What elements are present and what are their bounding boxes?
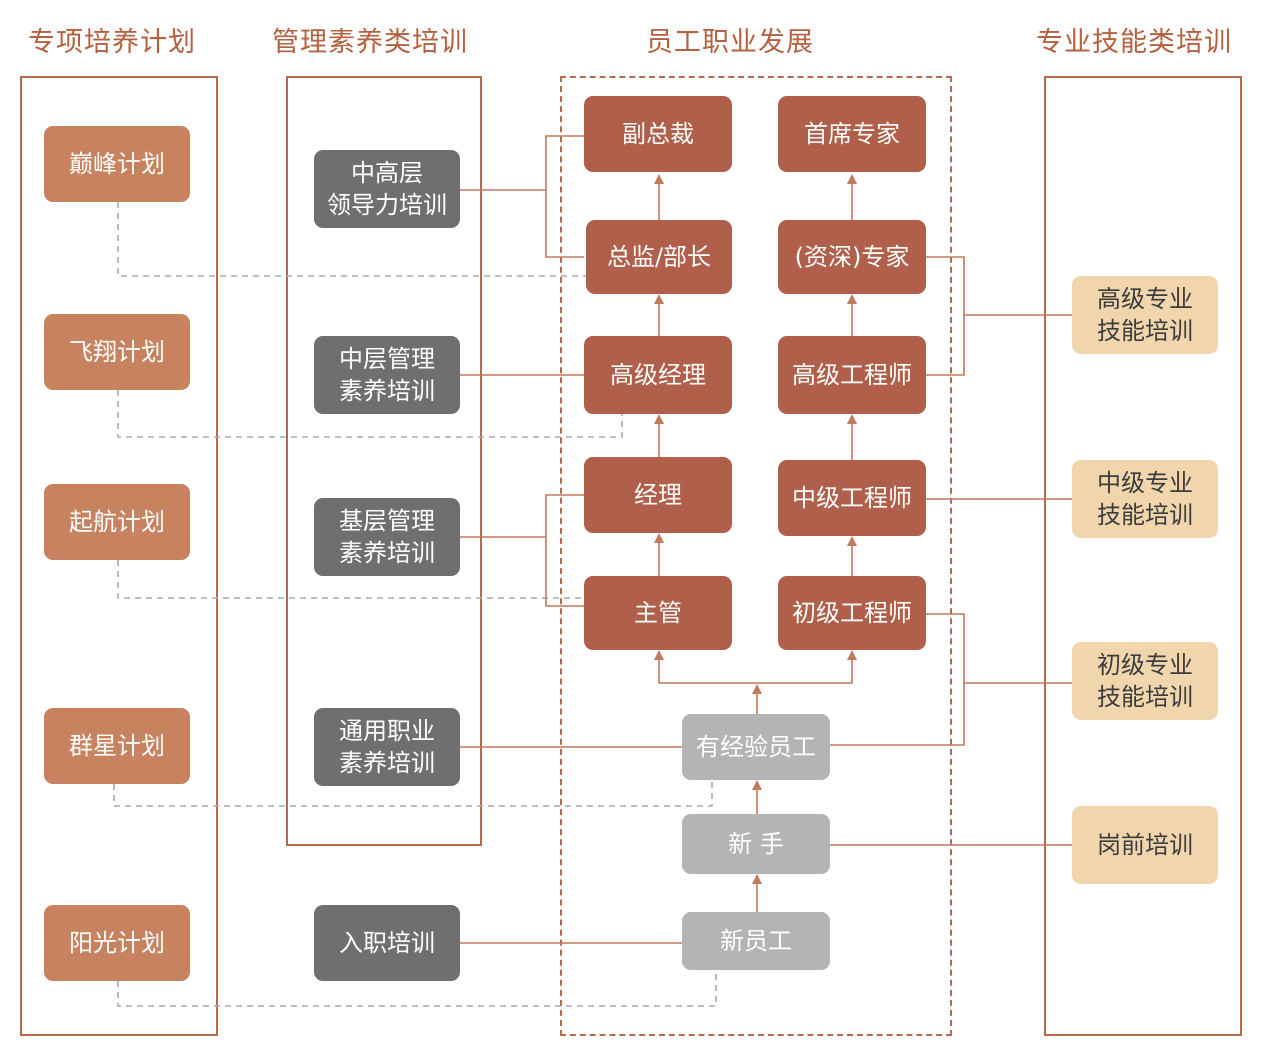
skill-intermediate: 中级专业 技能培训 [1072,460,1218,538]
skills-frame [1044,76,1242,1036]
plan-sunshine-label: 阳光计划 [69,929,165,957]
career-new-employee-label: 新员工 [720,927,792,955]
skill-senior-label: 高级专业 技能培训 [1097,285,1193,345]
career-senior-expert: (资深)专家 [778,220,926,294]
title-skills-training: 专业技能类培训 [1036,27,1232,58]
career-new-employee: 新员工 [682,912,830,970]
career-supervisor: 主管 [584,576,732,650]
career-manager: 经理 [584,457,732,533]
skill-senior: 高级专业 技能培训 [1072,276,1218,354]
title-special-plans: 专项培养计划 [28,27,196,58]
training-mid-management: 中层管理 素养培训 [314,336,460,414]
career-director: 总监/部长 [586,220,732,294]
career-manager-label: 经理 [634,481,682,509]
training-links [460,135,1072,944]
plan-flight: 飞翔计划 [44,314,190,390]
career-senior-manager: 高级经理 [584,336,732,414]
career-novice-label: 新 手 [728,830,784,858]
training-basic-management: 基层管理 素养培训 [314,498,460,576]
training-mid-management-label: 中层管理 素养培训 [339,345,435,405]
career-senior-engineer-label: 高级工程师 [792,361,912,389]
career-supervisor-label: 主管 [634,599,682,627]
training-onboarding: 入职培训 [314,905,460,981]
training-general-professional: 通用职业 素养培训 [314,708,460,786]
career-director-label: 总监/部长 [606,243,712,271]
career-experienced-employee: 有经验员工 [682,714,830,780]
plan-peak-label: 巅峰计划 [69,150,165,178]
training-leadership-label: 中高层 领导力培训 [327,159,447,219]
career-novice: 新 手 [682,814,830,874]
arrow-heads [654,174,857,884]
plan-stars: 群星计划 [44,708,190,784]
career-frame [560,76,952,1036]
career-mid-engineer: 中级工程师 [778,460,926,536]
career-experienced-employee-label: 有经验员工 [696,733,816,761]
skill-junior-label: 初级专业 技能培训 [1097,651,1193,711]
training-leadership: 中高层 领导力培训 [314,150,460,228]
plan-flight-label: 飞翔计划 [69,338,165,366]
plan-stars-label: 群星计划 [69,732,165,760]
career-chief-expert-label: 首席专家 [804,120,900,148]
title-career-development: 员工职业发展 [646,27,814,58]
plan-peak: 巅峰计划 [44,126,190,202]
skill-intermediate-label: 中级专业 技能培训 [1097,469,1193,529]
title-management-training: 管理素养类培训 [272,27,468,58]
career-junior-engineer-label: 初级工程师 [792,599,912,627]
skill-pre-job: 岗前培训 [1072,806,1218,884]
career-senior-expert-label: (资深)专家 [794,243,910,271]
plan-launch-label: 起航计划 [69,508,165,536]
career-vp: 副总裁 [584,96,732,172]
career-senior-engineer: 高级工程师 [778,336,926,414]
plan-dashed-links [113,202,717,1007]
special-plans-frame [20,76,218,1036]
career-arrows [658,182,853,912]
career-junior-engineer: 初级工程师 [778,576,926,650]
plan-launch: 起航计划 [44,484,190,560]
career-chief-expert: 首席专家 [778,96,926,172]
plan-sunshine: 阳光计划 [44,905,190,981]
skill-pre-job-label: 岗前培训 [1097,831,1193,859]
career-mid-engineer-label: 中级工程师 [792,484,912,512]
training-onboarding-label: 入职培训 [339,929,435,957]
career-vp-label: 副总裁 [622,120,694,148]
skill-junior: 初级专业 技能培训 [1072,642,1218,720]
training-general-professional-label: 通用职业 素养培训 [339,717,435,777]
training-basic-management-label: 基层管理 素养培训 [339,507,435,567]
management-frame [286,76,482,846]
career-senior-manager-label: 高级经理 [610,361,706,389]
